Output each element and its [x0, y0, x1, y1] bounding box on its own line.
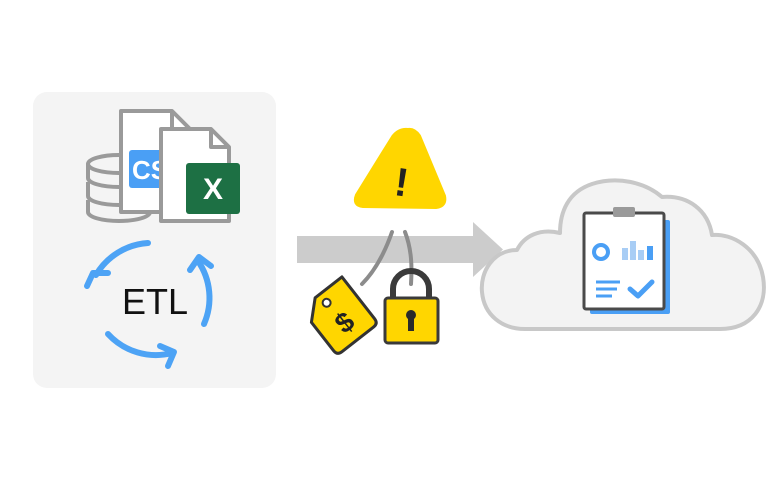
- etl-label: ETL: [122, 281, 188, 322]
- excel-badge: [186, 163, 240, 214]
- transfer-arrow: [297, 222, 503, 277]
- cycle-arrows-icon: [84, 240, 214, 369]
- excel-file-icon: X: [159, 127, 240, 223]
- warning-symbol: !: [392, 160, 411, 205]
- arrow-head: [473, 222, 503, 277]
- padlock-icon: [383, 268, 440, 345]
- report-clipboard-icon: [582, 207, 670, 314]
- etl-panel: CS X ETL: [33, 92, 276, 388]
- cloud-icon: [479, 178, 766, 331]
- hanging-strings: [360, 230, 414, 286]
- price-tag-icon: $: [309, 275, 378, 355]
- excel-badge-label: X: [203, 173, 223, 206]
- warning-icon: !: [353, 127, 447, 209]
